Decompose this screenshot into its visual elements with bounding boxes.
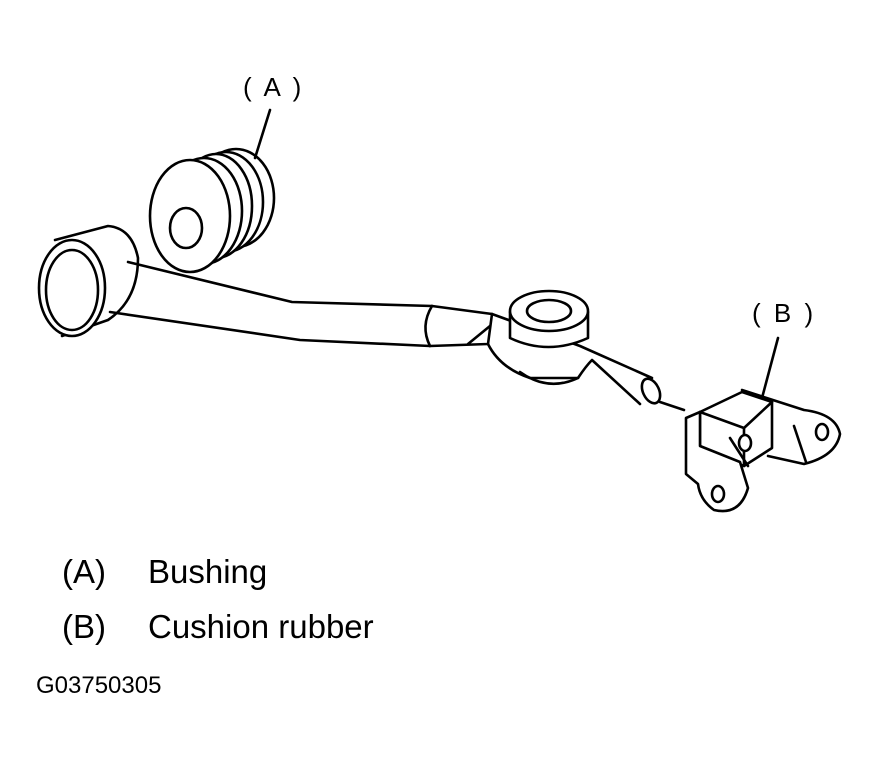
- cushion-rubber-part: [684, 388, 842, 513]
- legend-row: (B) Cushion rubber: [62, 608, 374, 646]
- legend-key: (A): [62, 553, 106, 590]
- pitching-stopper-illustration: [37, 108, 842, 513]
- callout-b-label: ( B ): [752, 298, 817, 328]
- bushing-part: [148, 147, 276, 274]
- rod-collar: [508, 289, 590, 386]
- stopper-rod: [108, 260, 686, 412]
- rod-ring-eye: [37, 224, 140, 338]
- legend-row: (A) Bushing: [62, 553, 267, 591]
- legend-text: Bushing: [148, 553, 268, 590]
- legend-text: Cushion rubber: [148, 608, 374, 645]
- figure-code: G03750305: [36, 672, 162, 699]
- callout-a-label: ( A ): [243, 72, 305, 102]
- callout-b-leader: [760, 336, 780, 400]
- legend-key: (B): [62, 608, 106, 645]
- callout-a-leader: [253, 108, 272, 160]
